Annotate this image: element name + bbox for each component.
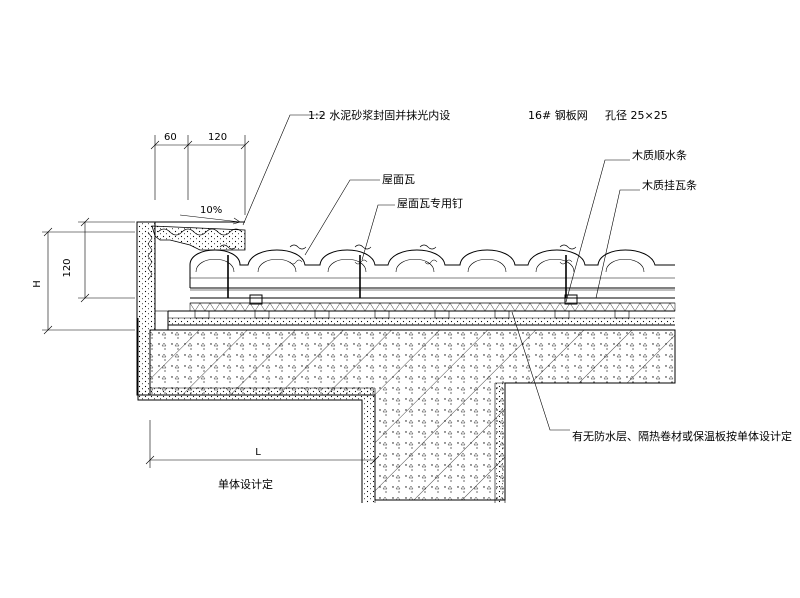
dim-120-side: 120 xyxy=(62,258,73,277)
tile-nails xyxy=(227,255,567,298)
insulation-note: 有无防水层、隔热卷材或保温板按单体设计定 xyxy=(572,429,792,443)
dim-H: H xyxy=(32,280,43,288)
leader-lines xyxy=(242,114,640,431)
dim-120-top: 120 xyxy=(208,132,227,143)
tile-battens xyxy=(249,294,578,305)
roof-layers xyxy=(155,289,676,330)
dim-L: L xyxy=(255,447,261,458)
mortar-note: 1:2 水泥砂浆封固并抹光内设 xyxy=(308,108,450,122)
plaster-layer xyxy=(137,318,675,503)
tile-nail-label: 屋面瓦专用钉 xyxy=(397,196,463,210)
eave-upturn xyxy=(136,221,246,396)
concrete-slab xyxy=(149,329,676,501)
slope-label: 10% xyxy=(200,205,222,216)
dimension-lines xyxy=(42,135,380,468)
dim-60: 60 xyxy=(164,132,177,143)
unit-design-label: 单体设计定 xyxy=(218,477,273,491)
roof-tile-label: 屋面瓦 xyxy=(382,173,415,186)
tile-batten-label: 木质挂瓦条 xyxy=(642,178,697,192)
hole-size-note: 孔径 25×25 xyxy=(605,109,668,122)
roof-tiles xyxy=(189,244,675,289)
counter-battens xyxy=(194,310,630,319)
steel-mesh-note: 16# 钢板网 xyxy=(528,108,588,122)
counter-batten-label: 木质顺水条 xyxy=(632,148,687,162)
